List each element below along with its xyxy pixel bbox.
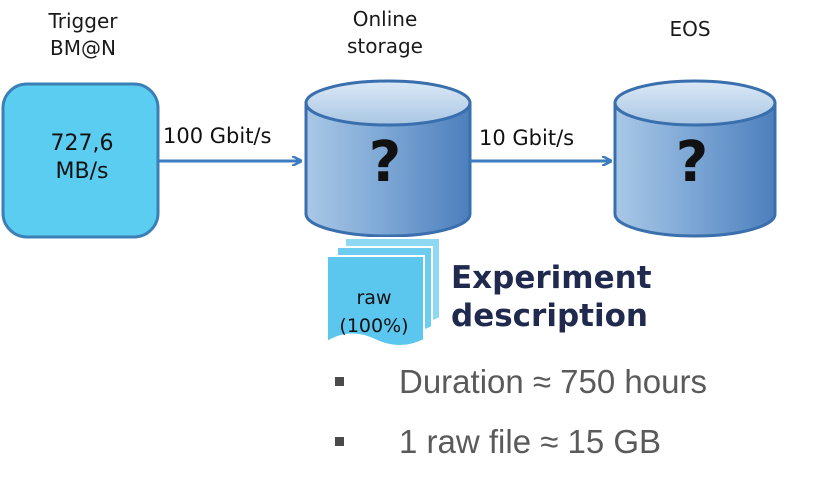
online-storage-cylinder bbox=[304, 79, 472, 238]
eos-question-mark: ? bbox=[675, 130, 709, 195]
experiment-description-title: Experiment description bbox=[451, 259, 652, 335]
online-storage-label: Online storage bbox=[300, 6, 470, 60]
online-storage-label-line1: Online bbox=[352, 7, 418, 31]
bullet-duration: Duration ≈ 750 hours bbox=[399, 363, 707, 400]
online-storage-question-mark: ? bbox=[368, 130, 402, 195]
trigger-label-line1: Trigger bbox=[48, 9, 118, 33]
trigger-rate-value: 727,6 bbox=[50, 131, 114, 156]
square-bullet-icon bbox=[335, 377, 344, 386]
trigger-rate-unit: MB/s bbox=[55, 159, 109, 184]
eos-cylinder bbox=[613, 79, 777, 238]
experiment-title-line2: description bbox=[451, 298, 648, 334]
eos-label: EOS bbox=[669, 17, 711, 41]
trigger-label: Trigger BM@N bbox=[8, 8, 158, 62]
raw-file-stack-icon bbox=[326, 237, 441, 347]
link-rate-online-eos: 10 Gbit/s bbox=[479, 126, 575, 150]
raw-file-label-line1: raw bbox=[356, 287, 392, 309]
raw-file-label: raw (100%) bbox=[334, 284, 414, 340]
square-bullet-icon bbox=[335, 437, 344, 446]
online-storage-label-line2: storage bbox=[347, 34, 423, 58]
bullet-raw-file-size: 1 raw file ≈ 15 GB bbox=[399, 423, 662, 460]
link-rate-trigger-online: 100 Gbit/s bbox=[163, 124, 272, 148]
raw-file-label-line2: (100%) bbox=[339, 315, 409, 337]
trigger-label-line2: BM@N bbox=[50, 36, 116, 60]
experiment-title-line1: Experiment bbox=[451, 260, 652, 296]
trigger-rate: 727,6 MB/s bbox=[12, 130, 152, 186]
